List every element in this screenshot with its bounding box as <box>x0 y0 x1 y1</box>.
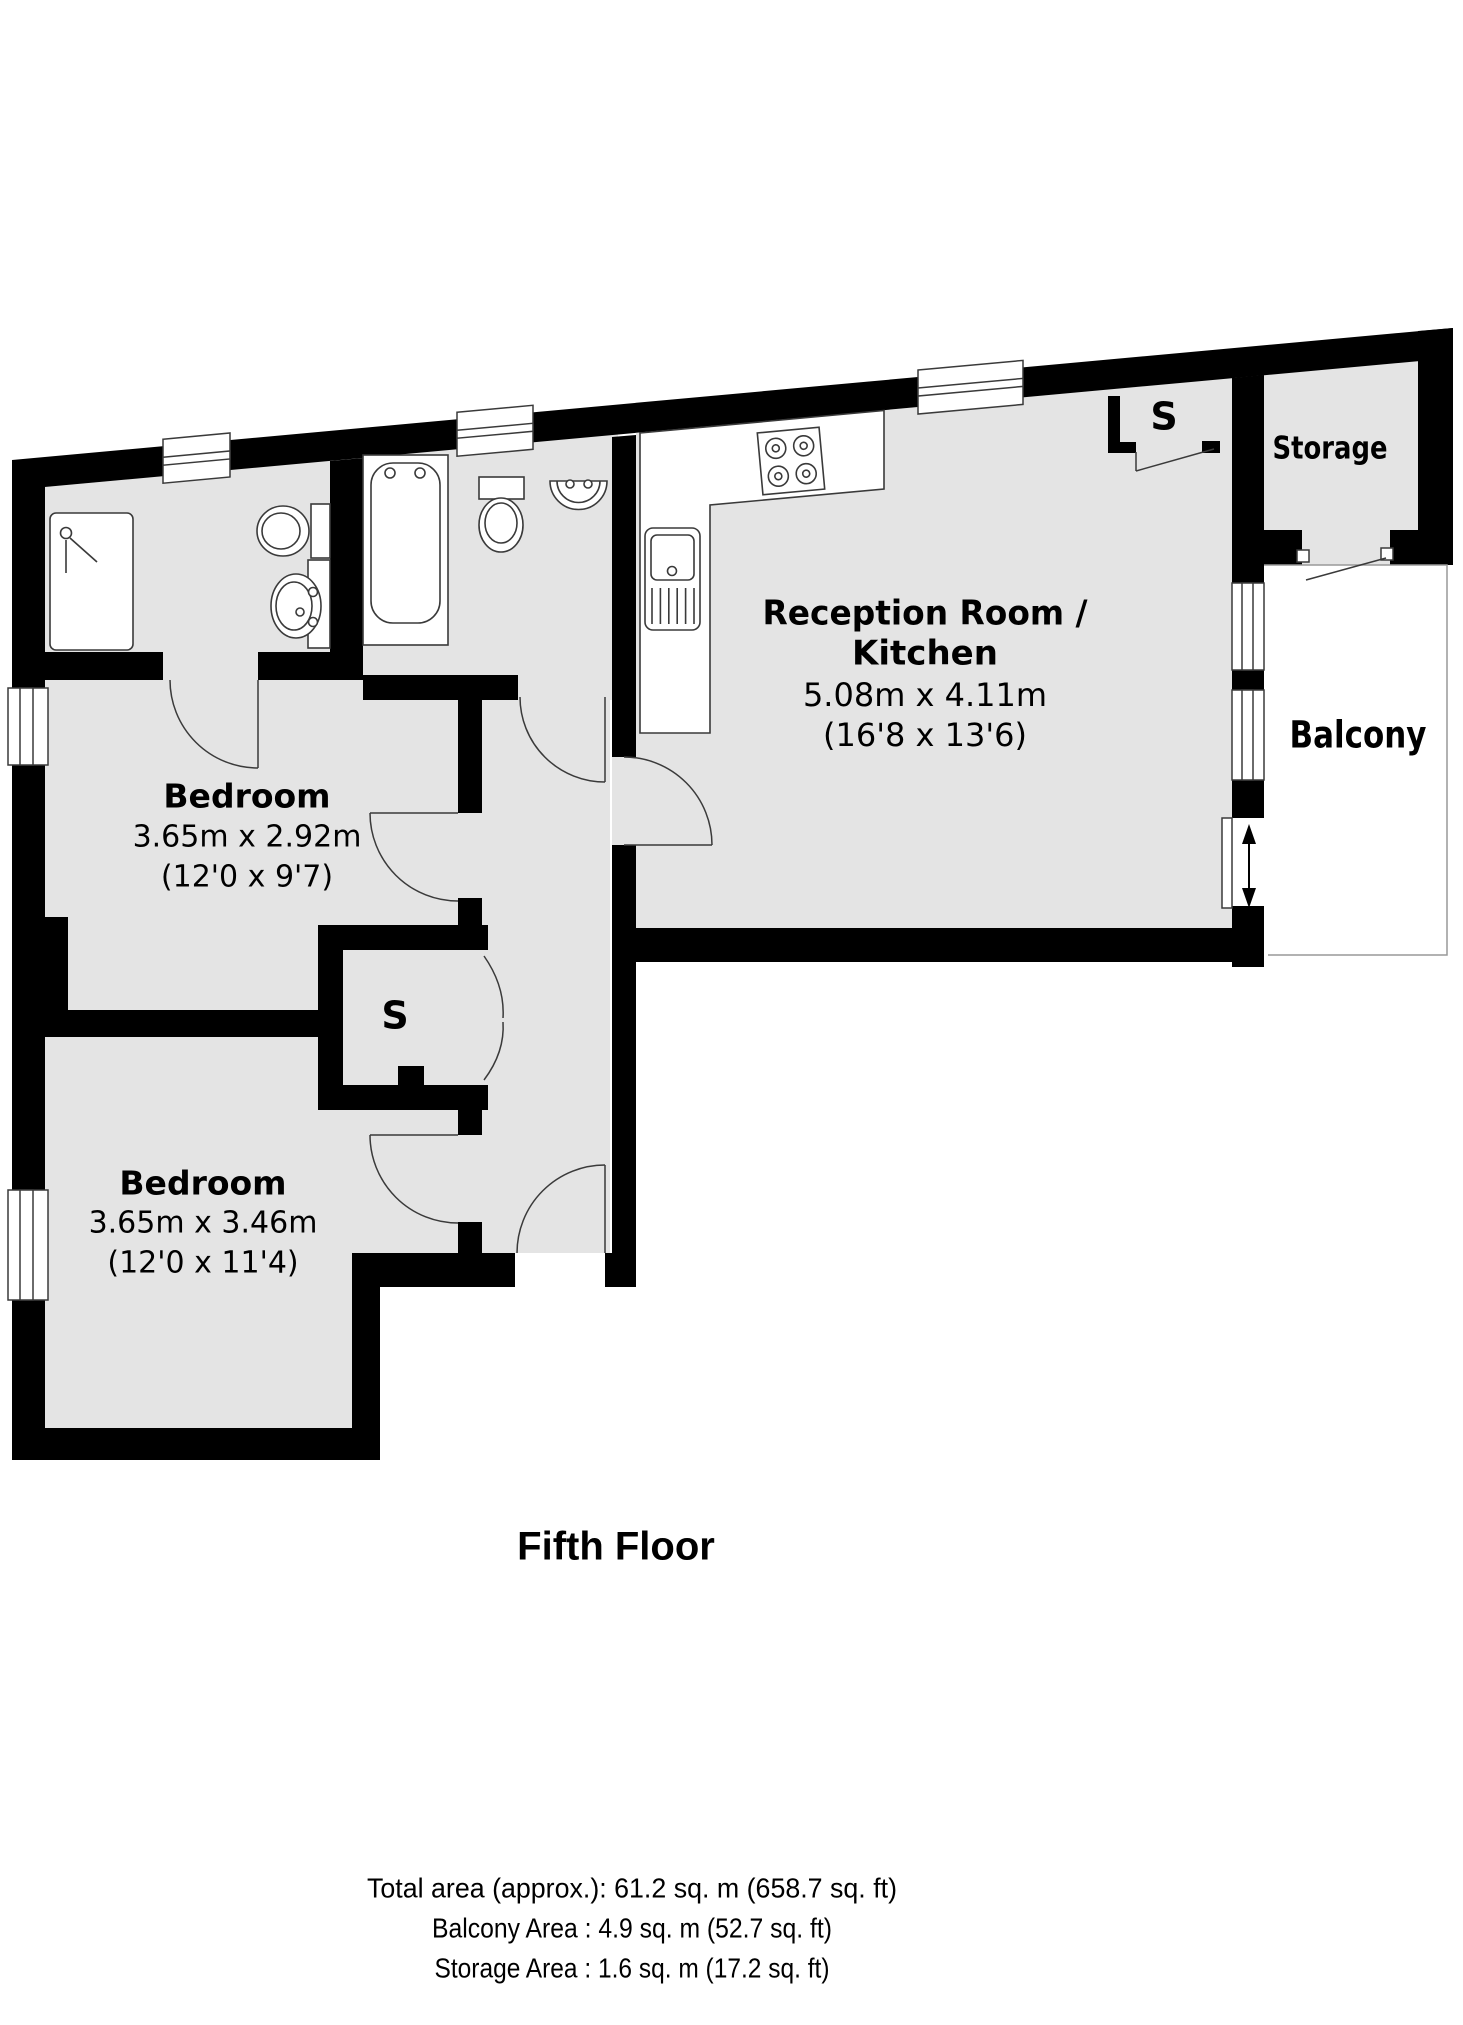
gap-bath1-door <box>163 652 258 680</box>
wall-cup-top <box>318 925 488 950</box>
wall-hall-bottom-l <box>352 1253 515 1287</box>
bedroom1-dims-ft: (12'0 x 9'7) <box>161 860 333 895</box>
window-right-2 <box>1231 689 1265 781</box>
room-floors <box>45 361 1418 1428</box>
plan-title: Fifth Floor <box>517 1525 715 1569</box>
closet-top-floor <box>1108 384 1220 453</box>
footer-balcony: Balcony Area : 4.9 sq. m (52.7 sq. ft) <box>432 1912 832 1943</box>
wall-storage-bottom-l <box>1232 530 1302 565</box>
wall-bath-divider <box>330 458 363 680</box>
window-top-3 <box>917 359 1024 415</box>
fixtures <box>49 409 885 734</box>
toilet-1 <box>256 503 331 559</box>
hallway-floor <box>482 700 610 1253</box>
door-bedroom2 <box>369 1134 459 1224</box>
wall-closet-stub-l <box>1108 442 1136 453</box>
wall-right-b <box>1232 670 1264 690</box>
door-bedroom1 <box>369 812 459 902</box>
window-top-2 <box>456 404 534 458</box>
door-storage <box>1296 547 1394 581</box>
arrow-up-icon <box>1242 824 1256 844</box>
reception-dims-m: 5.08m x 4.11m <box>803 676 1047 714</box>
bathtub <box>362 454 449 646</box>
gap-bed1-door <box>458 813 482 898</box>
wall-recp-west-a <box>612 695 636 757</box>
cupboard-top-label: S <box>1150 395 1177 439</box>
footer-total: Total area (approx.): 61.2 sq. m (658.7 … <box>367 1872 897 1903</box>
wall-left-pier <box>12 917 68 1010</box>
wall-bed2-bottom <box>12 1428 380 1460</box>
toilet-2 <box>478 476 525 553</box>
bedroom2-dims-m: 3.65m x 3.46m <box>89 1206 318 1241</box>
wall-storage-right <box>1418 328 1453 565</box>
wall-bedroom-divider <box>12 1010 318 1037</box>
wall-cup-left <box>318 950 343 1085</box>
bedroom2-floor <box>45 1037 458 1428</box>
arrow-down-icon <box>1242 888 1256 908</box>
wall-spine-a <box>458 700 482 813</box>
window-right-1 <box>1231 582 1265 671</box>
balcony-label: Balcony <box>1290 714 1427 757</box>
windows <box>7 359 1265 1301</box>
cupboard-mid-floor <box>343 950 482 1085</box>
wall-cup-tooth <box>398 1066 424 1090</box>
door-bathroom2 <box>519 696 606 783</box>
wall-bed2-right <box>352 1253 380 1460</box>
shower <box>49 512 134 651</box>
doors <box>169 448 1394 1254</box>
stove <box>756 426 826 496</box>
reception-label: Reception Room / <box>763 594 1089 634</box>
storage-floor <box>1264 361 1418 565</box>
kitchen-counter <box>639 409 885 734</box>
footer-storage: Storage Area : 1.6 sq. m (17.2 sq. ft) <box>435 1952 830 1983</box>
wall-spine-d <box>458 1222 482 1287</box>
storage-label: Storage <box>1273 431 1388 467</box>
bedroom2-dims-ft: (12'0 x 11'4) <box>107 1246 298 1281</box>
reception-dims-ft: (16'8 x 13'6) <box>823 716 1027 754</box>
kitchen-sink <box>644 527 701 631</box>
wall-top <box>12 328 1453 490</box>
window-top-1 <box>162 432 231 485</box>
door-balcony-slider <box>1221 817 1256 909</box>
bedroom2-label: Bedroom <box>119 1164 286 1203</box>
cupboard-mid-label: S <box>381 994 408 1038</box>
wall-closet-left <box>1108 396 1120 452</box>
door-entrance <box>516 1164 606 1254</box>
door-closet-top <box>1135 448 1215 472</box>
labels: Reception Room / Kitchen 5.08m x 4.11m (… <box>89 395 1427 1984</box>
wall-bath1-south-l <box>12 652 163 680</box>
wall-kitchen-west <box>612 435 636 695</box>
reception-floor <box>636 378 1232 928</box>
window-left-1 <box>7 687 49 766</box>
wall-recp-west-b <box>612 845 636 1287</box>
bedroom1-floor <box>45 680 458 1010</box>
window-left-2 <box>7 1189 49 1301</box>
balcony-outline <box>1264 564 1448 956</box>
wall-right-c <box>1232 780 1264 818</box>
sink-1 <box>270 559 331 649</box>
bedroom1-label: Bedroom <box>163 777 330 816</box>
door-reception <box>623 756 713 846</box>
wall-recp-bottom <box>612 928 1264 962</box>
wall-bath2-south <box>363 675 518 700</box>
bedroom1-dims-m: 3.65m x 2.92m <box>133 820 362 855</box>
reception-label-2: Kitchen <box>852 634 998 674</box>
door-cupboard-bifold <box>483 955 504 1081</box>
wall-right-d <box>1232 906 1264 967</box>
door-bathroom1 <box>169 679 259 769</box>
sink-2 <box>549 479 608 511</box>
gap-recp-door <box>612 757 636 845</box>
wall-closet-stub-r <box>1202 441 1220 453</box>
gap-bed2-door <box>458 1135 482 1222</box>
